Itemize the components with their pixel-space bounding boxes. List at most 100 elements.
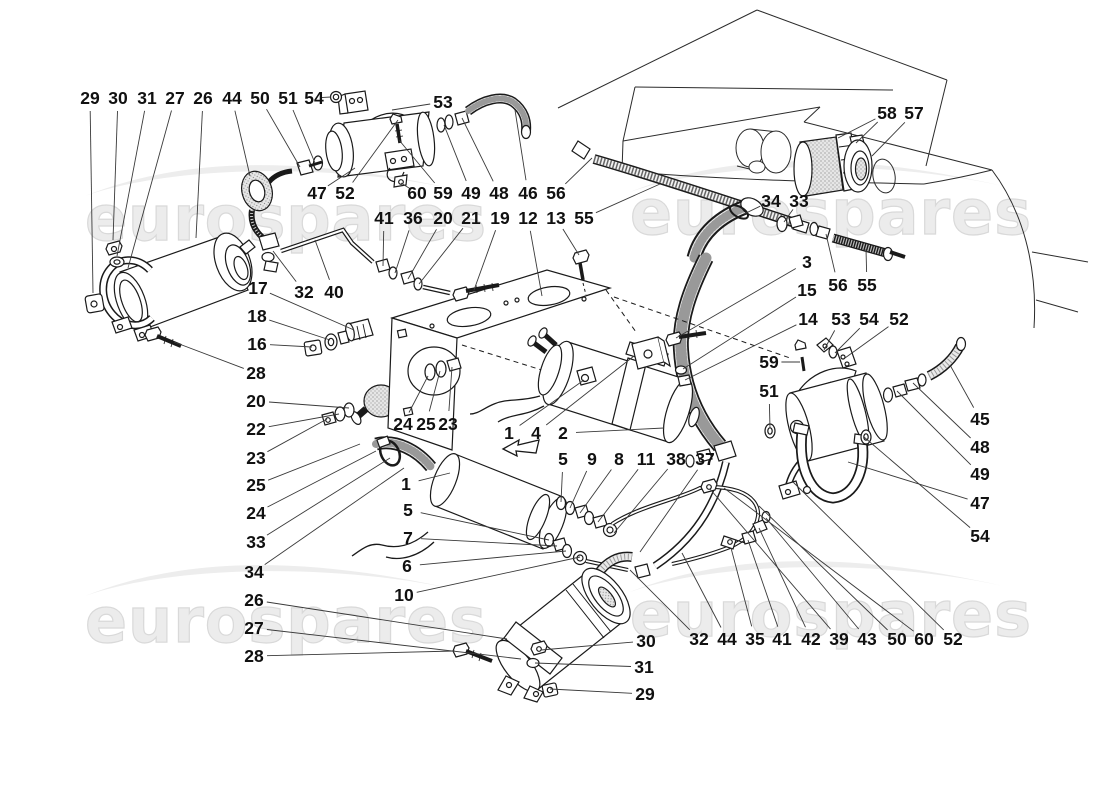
stud bbox=[239, 239, 256, 255]
foot-bracket bbox=[384, 148, 415, 171]
leader-line bbox=[834, 327, 861, 354]
outlet-hose-46 bbox=[465, 93, 532, 140]
leader-line bbox=[896, 390, 972, 466]
part-number-label: 47 bbox=[307, 183, 326, 203]
leader-line bbox=[266, 629, 522, 660]
part-number-label: 34 bbox=[244, 562, 264, 582]
leader-line bbox=[266, 108, 301, 168]
watermark-bottom-left: eurospares bbox=[84, 565, 487, 658]
leader-line bbox=[473, 230, 497, 291]
part-number-label: 29 bbox=[80, 88, 100, 108]
part-number-label: 44 bbox=[717, 629, 737, 649]
watermark-text: eurospares bbox=[630, 578, 1032, 651]
part-number-label: 14 bbox=[798, 309, 818, 329]
leader-line bbox=[394, 230, 410, 274]
part-number-label: 60 bbox=[407, 183, 427, 203]
part-number-label: 25 bbox=[246, 475, 266, 495]
leader-line bbox=[400, 182, 411, 190]
leader-line bbox=[234, 110, 251, 177]
wire bbox=[497, 405, 545, 423]
part-number-label: 16 bbox=[247, 334, 267, 354]
leader-line bbox=[266, 601, 508, 640]
part-number-label: 27 bbox=[165, 88, 184, 108]
flow-arrow bbox=[501, 438, 540, 458]
leader-line bbox=[420, 538, 558, 547]
leader-line bbox=[597, 469, 639, 523]
leader-line bbox=[545, 355, 635, 426]
part-number-label: 53 bbox=[433, 92, 453, 112]
leader-line bbox=[534, 662, 632, 667]
part-number-label: 33 bbox=[789, 191, 809, 211]
part-number-label: 1 bbox=[504, 423, 514, 443]
leader-line bbox=[747, 539, 779, 627]
mounting-plate bbox=[387, 249, 791, 451]
part-number-label: 53 bbox=[831, 309, 851, 329]
leader-line bbox=[540, 641, 634, 651]
leader-line bbox=[562, 228, 580, 256]
leader-line bbox=[912, 382, 971, 439]
leader-line bbox=[112, 110, 118, 241]
leader-line bbox=[314, 239, 330, 280]
watermark-top-left: eurospares bbox=[84, 165, 487, 256]
part-number-label: 38 bbox=[666, 449, 686, 469]
car-body-outline bbox=[557, 9, 1089, 329]
left-pump-cover bbox=[84, 232, 256, 348]
leader-line bbox=[461, 117, 494, 182]
part-number-label: 22 bbox=[246, 419, 266, 439]
leader-line bbox=[758, 527, 806, 628]
bottom-pump-cover bbox=[452, 551, 633, 703]
part-number-label: 15 bbox=[797, 280, 817, 300]
bolt-head bbox=[665, 331, 683, 347]
part-number-label: 54 bbox=[859, 309, 879, 329]
leader-line bbox=[837, 118, 876, 139]
part-number-label: 20 bbox=[433, 208, 453, 228]
part-number-label: 32 bbox=[294, 282, 314, 302]
part-number-label: 30 bbox=[108, 88, 128, 108]
leader-line bbox=[428, 370, 441, 412]
part-number-label: 56 bbox=[828, 275, 848, 295]
leader-line bbox=[407, 229, 437, 280]
part-number-label: 40 bbox=[324, 282, 344, 302]
leader-line bbox=[127, 110, 172, 269]
leader-line bbox=[792, 481, 945, 631]
part-number-label: 26 bbox=[193, 88, 213, 108]
watermark-text: eurospares bbox=[85, 182, 487, 255]
part-number-label: 5 bbox=[403, 500, 413, 520]
leader-line bbox=[443, 124, 467, 182]
part-number-label: 30 bbox=[636, 631, 656, 651]
part-number-label: 7 bbox=[403, 528, 413, 548]
mount-tab bbox=[344, 90, 369, 114]
leader-line bbox=[408, 375, 429, 413]
part-number-label: 44 bbox=[222, 88, 242, 108]
part-number-label: 1 bbox=[401, 474, 411, 494]
part-number-label: 57 bbox=[904, 103, 923, 123]
watermark-text: eurospares bbox=[85, 584, 487, 657]
leader-line bbox=[419, 550, 567, 566]
leader-line bbox=[863, 436, 971, 528]
leader-lines bbox=[89, 96, 975, 694]
leader-line bbox=[420, 512, 550, 541]
leader-line bbox=[89, 110, 94, 294]
part-number-label: 36 bbox=[403, 208, 423, 228]
tab-52 bbox=[836, 346, 857, 369]
part-number-label: 25 bbox=[416, 414, 436, 434]
leader-line bbox=[682, 296, 797, 370]
right-fuel-filter bbox=[764, 337, 927, 504]
part-number-label: 52 bbox=[335, 183, 355, 203]
part-number-label: 49 bbox=[970, 464, 990, 484]
leader-line bbox=[865, 248, 868, 273]
part-number-label: 39 bbox=[829, 629, 849, 649]
leader-line bbox=[269, 344, 313, 348]
filter-outlet-hose bbox=[926, 336, 967, 381]
leader-line bbox=[675, 268, 797, 339]
leader-line bbox=[949, 364, 975, 408]
leader-line bbox=[418, 472, 451, 482]
leader-line bbox=[758, 505, 888, 631]
leader-line bbox=[564, 157, 593, 185]
part-number-label: 59 bbox=[433, 183, 453, 203]
bolt-59 bbox=[794, 339, 807, 351]
bottom-right-pipes bbox=[652, 440, 771, 570]
part-number-label: 20 bbox=[246, 391, 266, 411]
leader-line bbox=[267, 450, 377, 508]
